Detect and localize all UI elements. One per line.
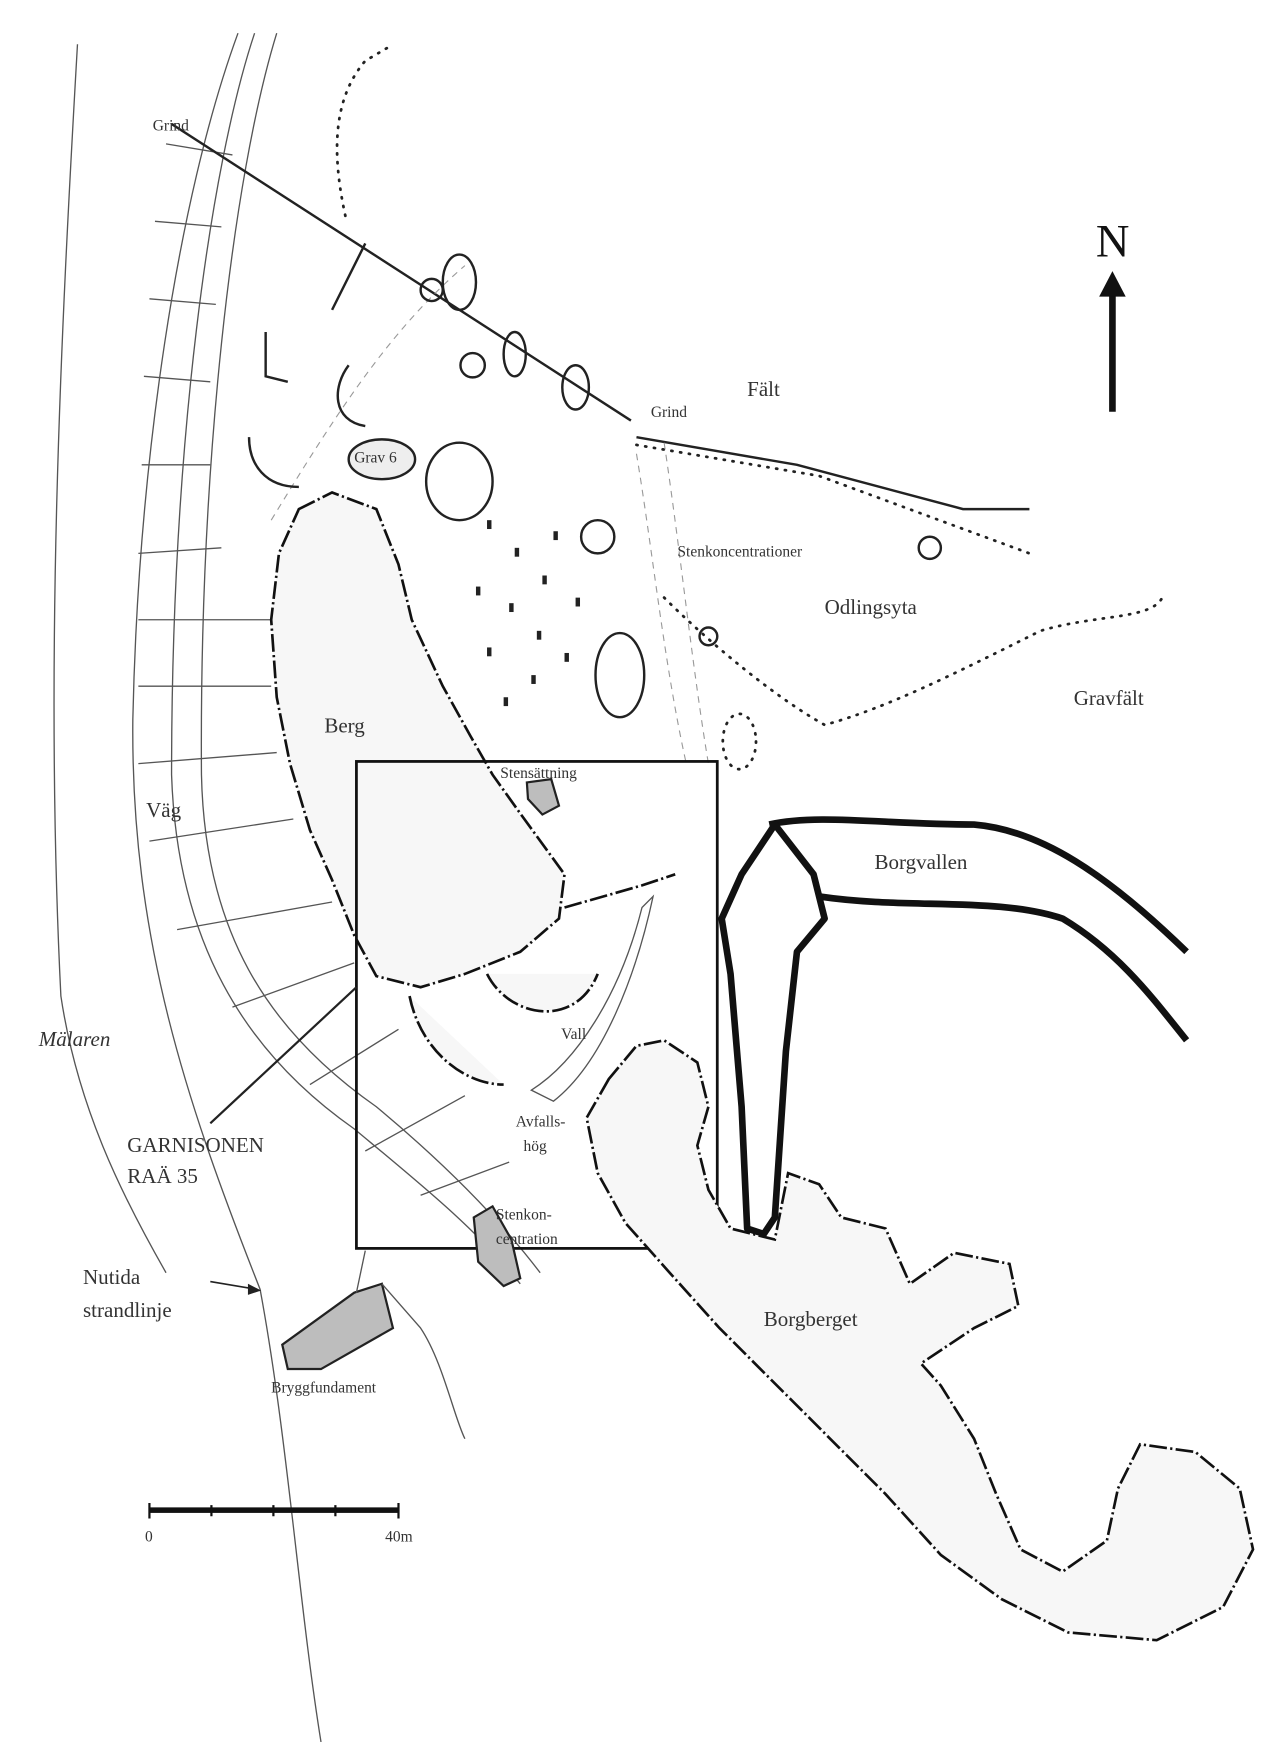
fence-line-east <box>636 435 1030 511</box>
label-grind: Grind <box>651 404 687 421</box>
borgvallen-arm <box>718 821 828 1238</box>
vall-rampart <box>529 894 655 1102</box>
scale-bar: 0 40m <box>145 1502 413 1546</box>
label-falt: Fält <box>747 377 780 401</box>
garnisonen-leader-line <box>209 986 358 1125</box>
label-raa-35: RAÄ 35 <box>127 1164 198 1188</box>
label-garnisonen: GARNISONEN <box>127 1133 264 1157</box>
north-arrow-icon <box>1099 271 1126 297</box>
scale-end-label: 40m <box>385 1529 413 1546</box>
label-bryggfundament: Bryggfundament <box>271 1379 377 1396</box>
label-borgvallen: Borgvallen <box>874 850 967 874</box>
fence-line <box>170 122 632 422</box>
lake-shoreline <box>53 44 167 1274</box>
road <box>170 32 541 1285</box>
label-avfallshog-2: hög <box>524 1138 547 1155</box>
excavation-area-frame <box>355 760 719 1250</box>
label-vag: Väg <box>146 798 182 822</box>
stensattning-feature <box>525 777 561 816</box>
grave-markers <box>475 520 581 707</box>
label-berg: Berg <box>324 714 365 738</box>
label-gravfalt: Gravfält <box>1074 686 1144 710</box>
dotted-path <box>335 45 392 218</box>
label-strandlinje: strandlinje <box>83 1298 172 1322</box>
dashed-track <box>270 265 709 764</box>
label-nutida: Nutida <box>83 1265 141 1289</box>
borgvallen-rampart <box>768 816 1190 1043</box>
label-avfallshog: Avfalls- <box>516 1114 566 1131</box>
north-arrow: N <box>1096 217 1130 412</box>
label-vall: Vall <box>561 1026 586 1043</box>
pier-outline <box>355 1250 466 1440</box>
label-stensattning: Stensättning <box>500 765 577 782</box>
archaeological-features <box>247 242 943 771</box>
north-label: N <box>1096 217 1130 268</box>
cultivation-boundary <box>662 596 1164 727</box>
borgberget-rock-outcrop <box>585 1038 1255 1642</box>
dotted-boundary <box>635 443 1031 555</box>
label-grind: Grind <box>153 118 189 135</box>
slope-hachures <box>138 143 510 1196</box>
label-stenkoncentration: Stenkon- <box>496 1207 552 1224</box>
label-malaren: Mälaren <box>38 1027 111 1051</box>
label-odlingsyta: Odlingsyta <box>825 595 918 619</box>
label-stenkoncentrationer: Stenkoncentrationer <box>677 544 803 561</box>
scale-start-label: 0 <box>145 1529 153 1546</box>
label-grav: Grav 6 <box>354 450 397 467</box>
label-stenkoncentration-2: centration <box>496 1231 558 1248</box>
bryggfundament-feature <box>281 1282 395 1371</box>
berg-rock-outcrop <box>269 491 566 989</box>
stenkoncentration-feature <box>472 1204 522 1288</box>
label-borgberget: Borgberget <box>764 1307 858 1331</box>
present-shoreline <box>132 32 322 1742</box>
shoreline-arrow <box>210 1280 262 1295</box>
slope-hachure <box>408 873 676 1086</box>
